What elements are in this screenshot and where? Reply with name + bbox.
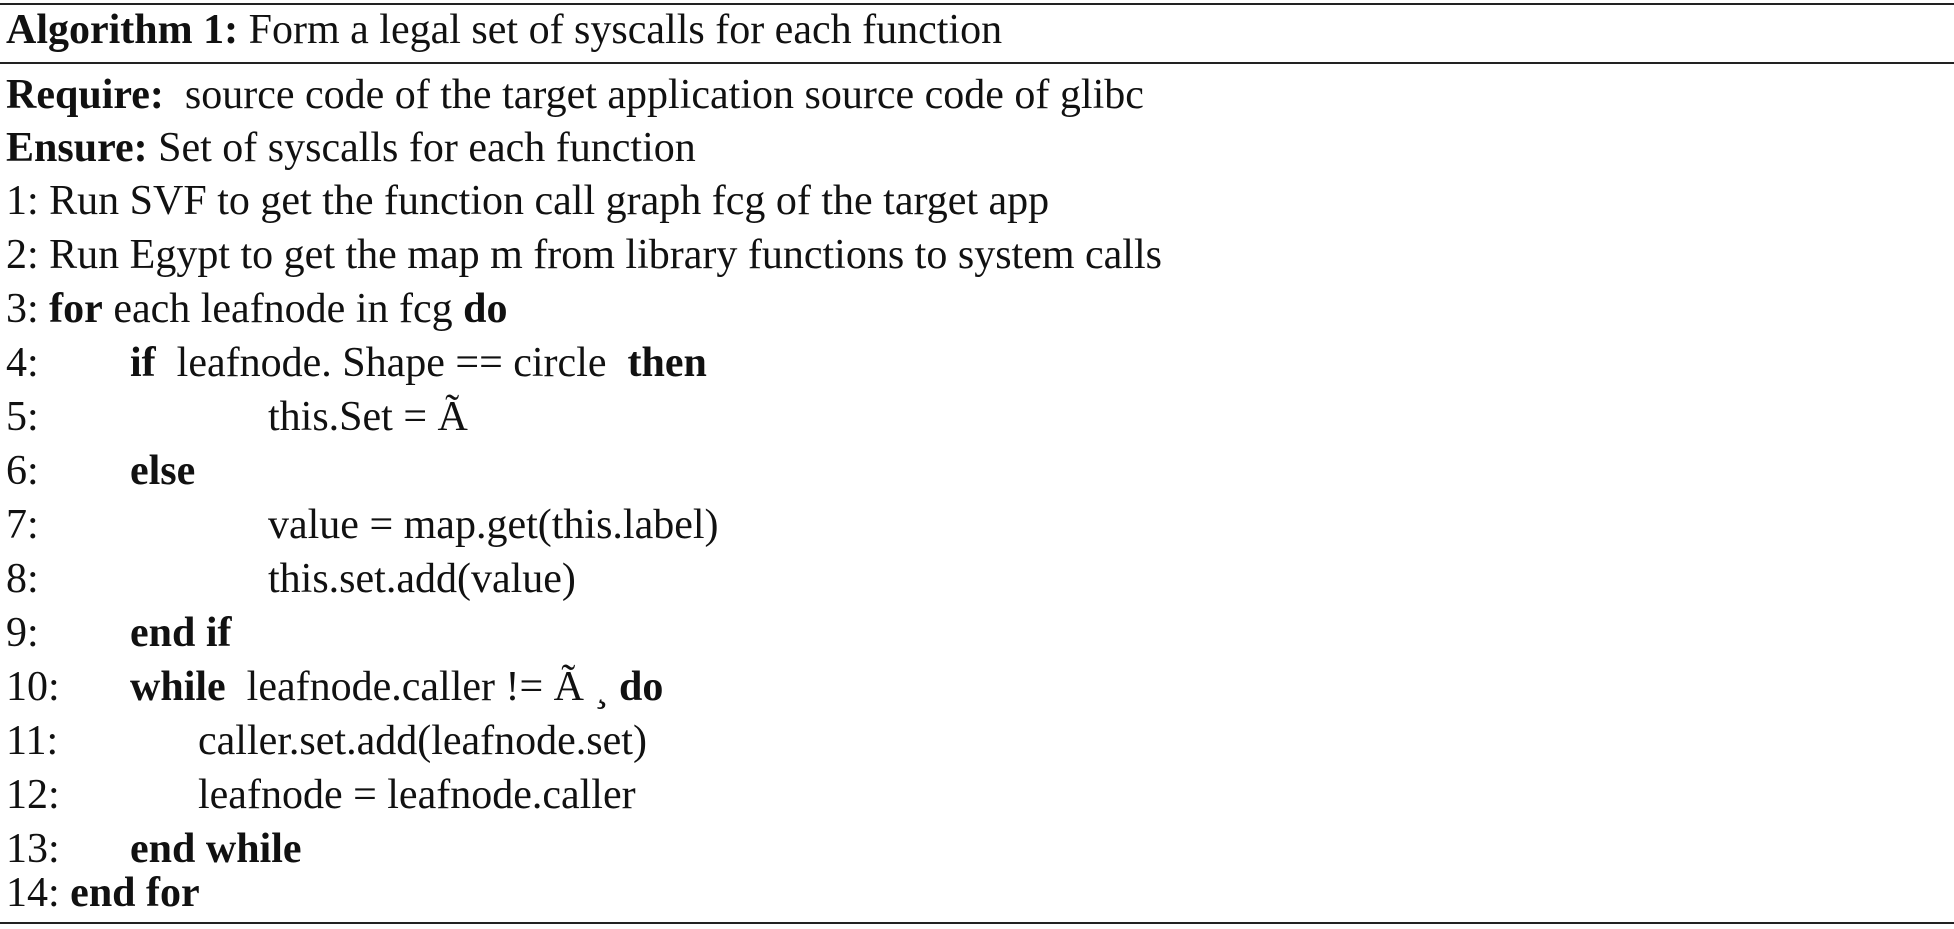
top-rule: [0, 3, 1954, 5]
keyword-if: if: [130, 340, 156, 386]
algorithm-header: Algorithm 1: Form a legal set of syscall…: [6, 3, 1002, 57]
step-number: 13:: [6, 826, 60, 872]
step-number: 12:: [6, 772, 60, 818]
step-text: leafnode. Shape == circle: [155, 340, 628, 386]
step-text: leafnode.caller != Ã ¸: [225, 664, 619, 710]
step-number: 1:: [6, 178, 39, 224]
step-line-4: if leafnode. Shape == circle then: [130, 336, 707, 390]
require-line: Require: source code of the target appli…: [6, 68, 1144, 122]
step-number: 7:: [6, 502, 39, 548]
keyword-do: do: [619, 664, 664, 710]
step-number: 6:: [6, 448, 39, 494]
step-line-3: 3: for each leafnode in fcg do: [6, 282, 507, 336]
step-text: leafnode = leafnode.caller: [198, 772, 636, 818]
step-number: 5:: [6, 394, 39, 440]
step-number: 14:: [6, 870, 60, 916]
step-text: each leafnode in fcg: [102, 286, 464, 332]
require-label: Require:: [6, 72, 164, 118]
keyword-end-while: end while: [130, 826, 302, 872]
bottom-rule: [0, 922, 1954, 924]
step-text: value = map.get(this.label): [268, 502, 719, 548]
ensure-line: Ensure: Set of syscalls for each functio…: [6, 121, 696, 175]
step-number: 9:: [6, 610, 39, 656]
keyword-else: else: [130, 448, 196, 494]
keyword-then: then: [627, 340, 707, 386]
step-line-14: 14: end for: [6, 866, 200, 920]
header-rule: [0, 62, 1954, 64]
require-text: source code of the target application so…: [184, 72, 1144, 118]
step-line-2: 2: Run Egypt to get the map m from libra…: [6, 228, 1162, 282]
keyword-for: for: [49, 286, 103, 332]
step-number: 2:: [6, 232, 39, 278]
step-text: Run Egypt to get the map m from library …: [49, 232, 1162, 278]
step-text: this.set.add(value): [268, 556, 576, 602]
step-text: this.Set = Ã: [268, 394, 468, 440]
ensure-text: Set of syscalls for each function: [158, 125, 696, 171]
keyword-end-if: end if: [130, 610, 232, 656]
algorithm-title: Form a legal set of syscalls for each fu…: [248, 7, 1003, 53]
step-number: 10:: [6, 664, 60, 710]
keyword-while: while: [130, 664, 226, 710]
step-number: 3:: [6, 286, 39, 332]
step-number: 4:: [6, 340, 39, 386]
step-text: Run SVF to get the function call graph f…: [49, 178, 1050, 224]
step-number: 11:: [6, 718, 59, 764]
step-text: caller.set.add(leafnode.set): [198, 718, 647, 764]
keyword-do: do: [463, 286, 508, 332]
algorithm-label: Algorithm 1:: [6, 7, 239, 53]
step-line-1: 1: Run SVF to get the function call grap…: [6, 174, 1049, 228]
step-number: 8:: [6, 556, 39, 602]
step-line-10: while leafnode.caller != Ã ¸ do: [130, 660, 663, 714]
keyword-end-for: end for: [70, 870, 200, 916]
ensure-label: Ensure:: [6, 125, 148, 171]
